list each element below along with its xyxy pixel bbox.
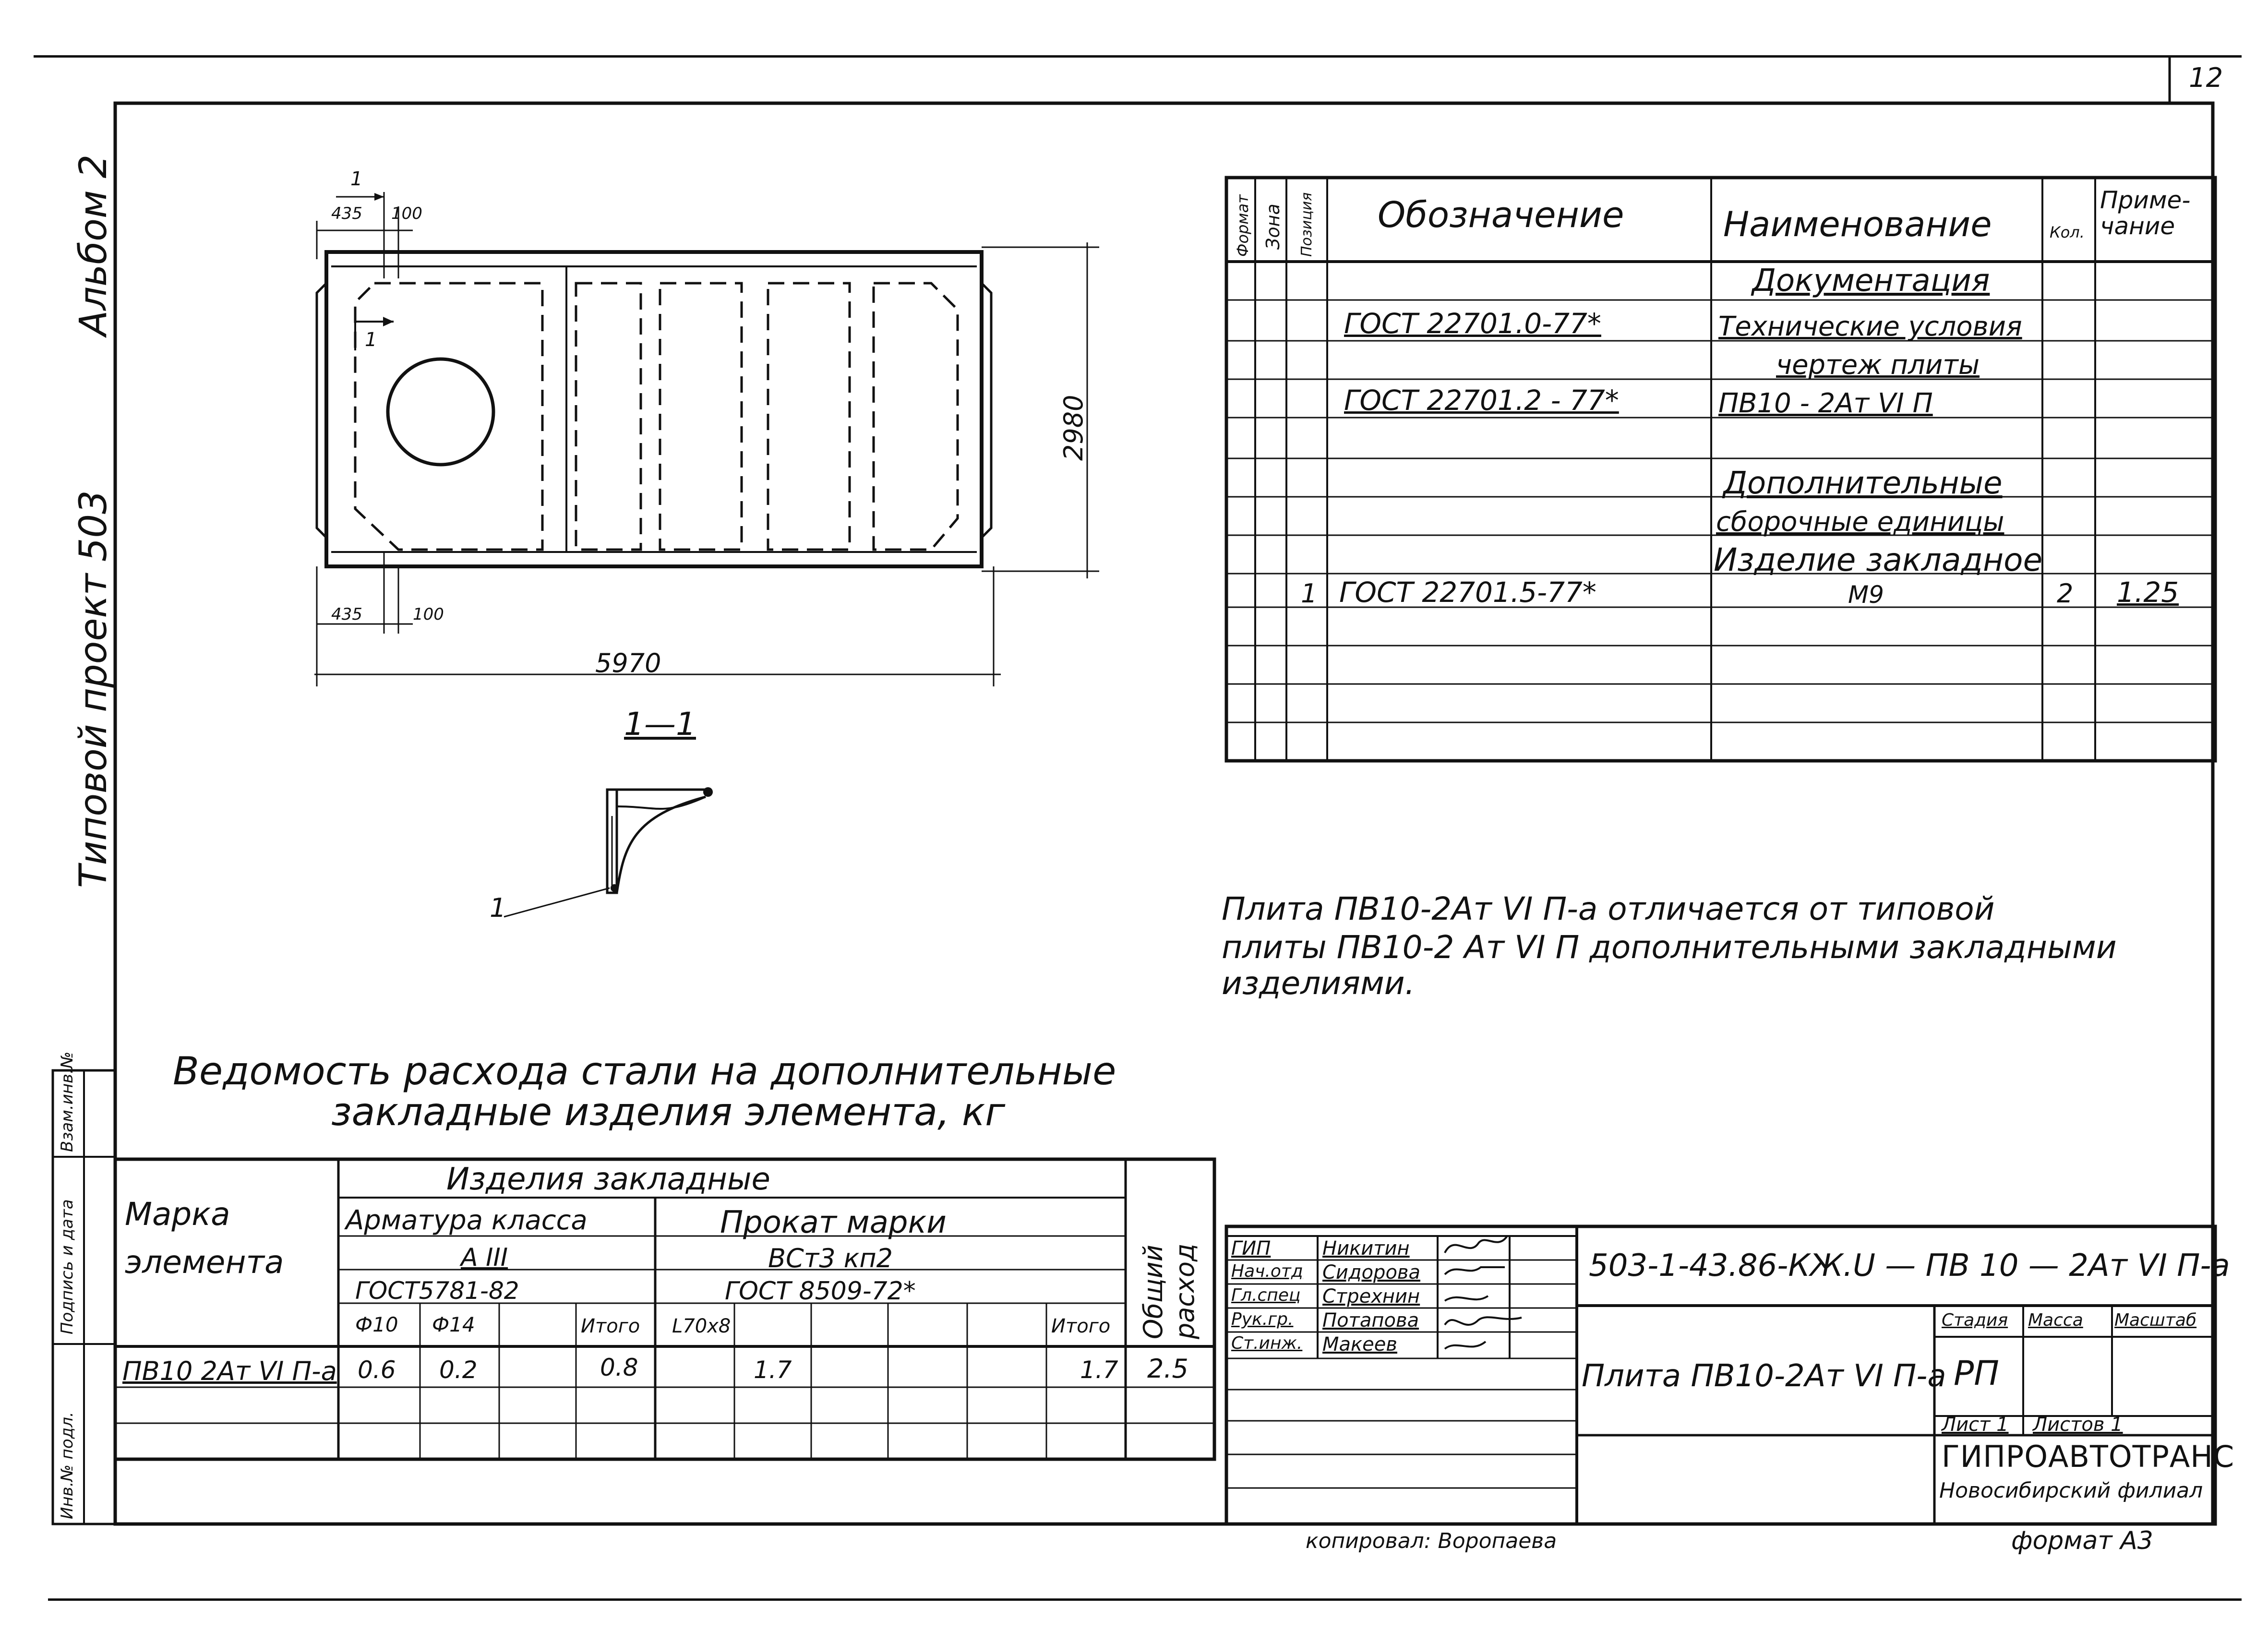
role-name: Стрехнин	[1322, 1285, 1420, 1308]
spec-row-name: Дополнительные	[1723, 466, 2003, 501]
role-name: Сидорова	[1322, 1261, 1421, 1284]
sheet-format: формат А3	[2011, 1526, 2153, 1555]
steel-subheader: Итого	[581, 1315, 640, 1337]
steel-rolled-gost: ГОСТ 8509-72*	[725, 1277, 916, 1306]
sheet-label: Лист 1	[1942, 1414, 2009, 1436]
steel-title-line-2: закладные изделия элемента, кг	[331, 1090, 1006, 1134]
steel-title-line-1: Ведомость расхода стали на дополнительны…	[173, 1049, 1116, 1093]
spec-row-designation: ГОСТ 22701.5-77*	[1339, 576, 1596, 609]
spec-header-name: Наименование	[1723, 204, 1992, 244]
role-label: Рук.гр.	[1231, 1309, 1294, 1329]
sheet-title: Плита ПВ10-2Ат VI П-а	[1582, 1358, 1946, 1394]
steel-row-f14: 0.2	[439, 1356, 478, 1384]
spec-header-designation: Обозначение	[1378, 194, 1624, 236]
spec-row-note: 1.25	[2117, 576, 2179, 609]
stage-label: Стадия	[1942, 1310, 2008, 1330]
dim-435-bottom: 435	[331, 605, 362, 624]
mass-label: Масса	[2028, 1310, 2083, 1330]
steel-armature-header: Арматура класса	[346, 1205, 588, 1236]
spec-row-qty: 2	[2057, 578, 2074, 609]
note-line-3: изделиями.	[1222, 965, 1415, 1002]
steel-group-header: Изделия закладные	[446, 1162, 770, 1197]
dim-100-bottom: 100	[413, 605, 444, 624]
steel-rolled-grade: ВСт3 кп2	[768, 1243, 893, 1273]
section-mark-top: 1	[350, 168, 363, 190]
page-top-rule	[34, 55, 2242, 58]
spec-header-note: Приме- чание	[2100, 186, 2191, 240]
section-leader-label: 1	[490, 893, 506, 923]
role-label: Ст.инж.	[1231, 1333, 1303, 1353]
steel-row-l70: 1.7	[754, 1356, 792, 1384]
role-label: ГИП	[1231, 1237, 1271, 1260]
sheets-label: Листов 1	[2033, 1414, 2123, 1436]
document-code: 503-1-43.86-КЖ.U — ПВ 10 — 2Ат VI П-а	[1589, 1248, 2230, 1284]
steel-mark-header: Марка элемента	[125, 1196, 284, 1281]
scale-label: Масштаб	[2114, 1310, 2197, 1330]
role-label: Нач.отд	[1231, 1261, 1303, 1281]
stage-value: РП	[1954, 1354, 1999, 1393]
spec-header-qty: Кол.	[2050, 223, 2085, 241]
steel-row-mark: ПВ10 2Ат VI П-а	[122, 1356, 337, 1386]
steel-armature-gost: ГОСТ5781-82	[355, 1277, 519, 1305]
org-name: ГИПРОАВТОТРАНС	[1942, 1439, 2235, 1474]
copied-by: копировал: Воропаева	[1306, 1529, 1557, 1553]
dim-100-top: 100	[391, 204, 422, 223]
steel-row-total-rolled: 1.7	[1080, 1356, 1118, 1384]
dim-length: 5970	[595, 648, 661, 678]
spec-row-designation: ГОСТ 22701.2 - 77*	[1344, 384, 1619, 417]
spec-row-name: Изделие закладное	[1714, 541, 2043, 578]
org-branch: Новосибирский филиал	[1939, 1478, 2203, 1503]
steel-rolled-header: Прокат марки	[720, 1205, 947, 1240]
spec-row-name: Технические условия	[1718, 311, 2022, 342]
dim-435-top: 435	[331, 204, 362, 223]
steel-row-total: 2.5	[1147, 1354, 1188, 1384]
spec-row-name: М9	[1848, 581, 1884, 609]
spec-row-name: сборочные единицы	[1716, 506, 2004, 538]
steel-subheader: Итого	[1051, 1315, 1111, 1337]
steel-row-total-armature: 0.8	[600, 1354, 638, 1381]
spec-row-designation: ГОСТ 22701.0-77*	[1344, 307, 1601, 340]
note-line-1: Плита ПВ10-2Ат VI П-а отличается от типо…	[1222, 890, 1995, 927]
steel-armature-class: А III	[461, 1243, 508, 1272]
spec-row-name: Документация	[1752, 263, 1990, 299]
steel-subheader: Ф10	[355, 1313, 398, 1336]
role-name: Макеев	[1322, 1333, 1397, 1356]
page-bottom-rule	[48, 1598, 2242, 1601]
spec-row-name: чертеж плиты	[1776, 349, 1980, 381]
steel-subheader: Ф14	[432, 1313, 475, 1336]
section-title: 1—1	[624, 706, 696, 743]
spec-row-position: 1	[1301, 578, 1318, 609]
role-label: Гл.спец	[1231, 1285, 1301, 1305]
role-name: Никитин	[1322, 1237, 1410, 1260]
role-name: Потапова	[1322, 1309, 1419, 1332]
steel-subheader: L70х8	[672, 1315, 731, 1337]
section-mark-cell: 1	[365, 329, 377, 351]
page-number: 12	[2189, 62, 2223, 94]
steel-row-f10: 0.6	[358, 1356, 396, 1384]
note-line-2: плиты ПВ10-2 Ат VI П дополнительными зак…	[1222, 929, 2117, 966]
spec-row-name: ПВ10 - 2Ат VI П	[1718, 388, 1933, 419]
